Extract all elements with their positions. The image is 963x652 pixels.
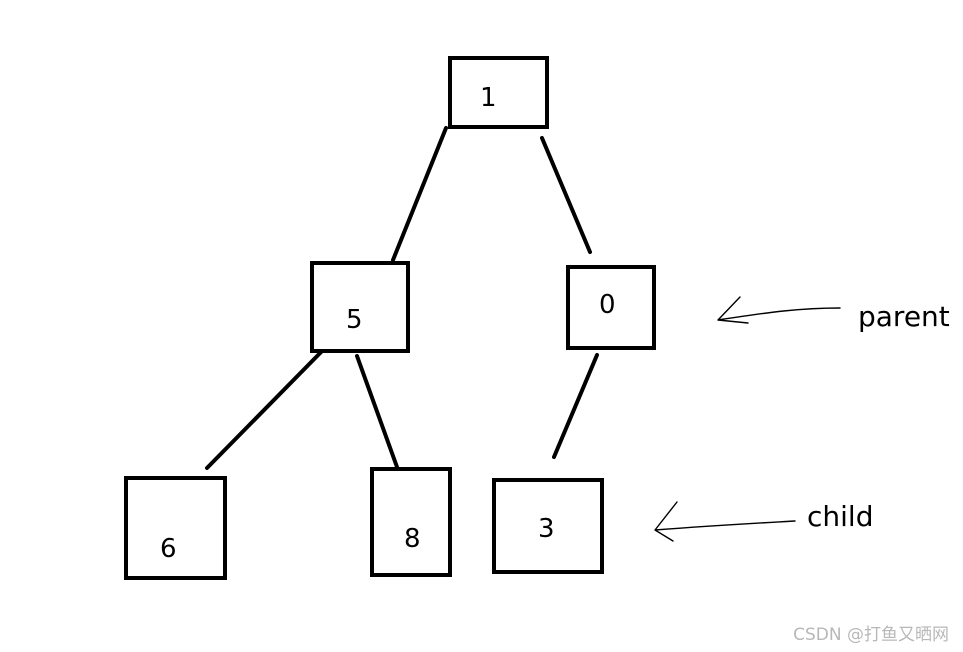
node-label-5: 5 xyxy=(346,305,363,335)
tree-node-3: 3 xyxy=(492,478,604,574)
tree-node-8: 8 xyxy=(370,467,452,577)
edge-5-6 xyxy=(205,343,330,470)
node-label-0: 0 xyxy=(599,290,616,320)
node-label-3: 3 xyxy=(538,514,555,544)
edge-1-5 xyxy=(391,126,448,262)
node-label-6: 6 xyxy=(160,534,177,564)
parent-arrow xyxy=(717,296,841,324)
watermark: CSDN @打鱼又晒网 xyxy=(793,625,949,645)
tree-node-0: 0 xyxy=(566,265,656,350)
child-annotation: child xyxy=(807,500,874,533)
parent-annotation: parent xyxy=(858,300,950,333)
tree-node-6: 6 xyxy=(124,476,227,580)
node-label-8: 8 xyxy=(404,524,421,554)
tree-node-5: 5 xyxy=(310,261,410,353)
node-label-1: 1 xyxy=(480,83,497,113)
tree-node-1: 1 xyxy=(448,56,549,129)
child-arrow xyxy=(654,501,796,542)
edge-0-3 xyxy=(552,353,599,459)
edge-1-0 xyxy=(540,136,592,254)
edge-5-8 xyxy=(355,354,399,469)
